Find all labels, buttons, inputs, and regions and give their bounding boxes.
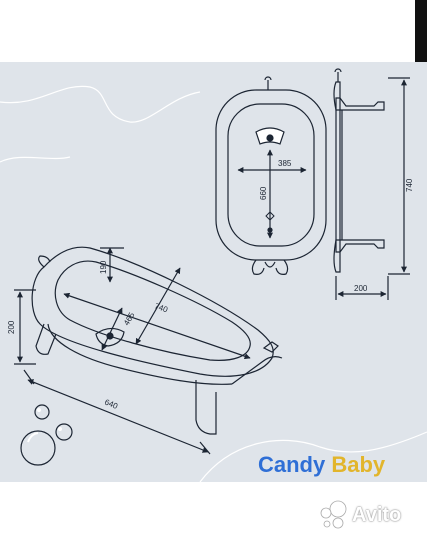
top-view-outer-rim	[215, 89, 327, 261]
perspective-drain	[262, 341, 279, 353]
top-view-inner-basin	[227, 103, 315, 247]
side-view-body	[333, 81, 341, 273]
top-view-length-label: 660	[259, 186, 268, 200]
side-view-bottom-leg	[335, 239, 385, 253]
perspective-outer-rim	[31, 246, 274, 377]
brand-baby-word: Baby	[331, 452, 386, 477]
perspective-base-arrow	[27, 379, 209, 453]
side-view-hook	[334, 68, 342, 82]
perspective-length-label: 740	[153, 301, 169, 314]
side-view-diagram	[333, 68, 410, 300]
wave-line-bottom	[199, 431, 427, 482]
avito-watermark: Avito	[318, 500, 401, 530]
top-view-hanger	[264, 76, 272, 90]
perspective-diagram	[14, 246, 283, 455]
bathtub-technical-drawing: 385 660 740 200	[0, 62, 427, 482]
brand-candy-word: Candy	[258, 452, 326, 477]
wave-line-top	[0, 85, 201, 123]
top-view-diagram	[215, 76, 327, 275]
bottom-white-band	[0, 482, 427, 540]
right-edge-bar	[415, 0, 427, 62]
top-white-band	[0, 0, 427, 62]
top-view-legs	[251, 259, 289, 275]
perspective-right-foot	[231, 356, 283, 385]
wave-line-left	[0, 156, 71, 163]
perspective-height-label: 200	[7, 320, 16, 334]
perspective-width-arrow	[135, 267, 181, 345]
side-view-depth-label: 200	[354, 284, 368, 293]
perspective-right-leg	[195, 380, 217, 435]
perspective-hanger	[38, 255, 51, 268]
perspective-left-leg	[35, 323, 57, 355]
perspective-width-arrow-2	[101, 307, 123, 351]
drawing-canvas: 385 660 740 200	[0, 68, 427, 482]
perspective-width-label: 465	[122, 310, 137, 327]
bubbles-decoration	[20, 404, 73, 466]
top-view-width-label: 385	[278, 159, 292, 168]
perspective-depth-label: 190	[99, 260, 108, 274]
perspective-base-length-label: 640	[103, 398, 119, 412]
avito-watermark-text: Avito	[352, 503, 402, 526]
side-view-height-label: 740	[405, 178, 414, 192]
perspective-base-ext-right	[199, 441, 211, 455]
avito-dots-icon	[318, 500, 348, 530]
side-view-top-leg	[335, 97, 385, 111]
brand-logo: Candy Baby	[258, 452, 385, 478]
